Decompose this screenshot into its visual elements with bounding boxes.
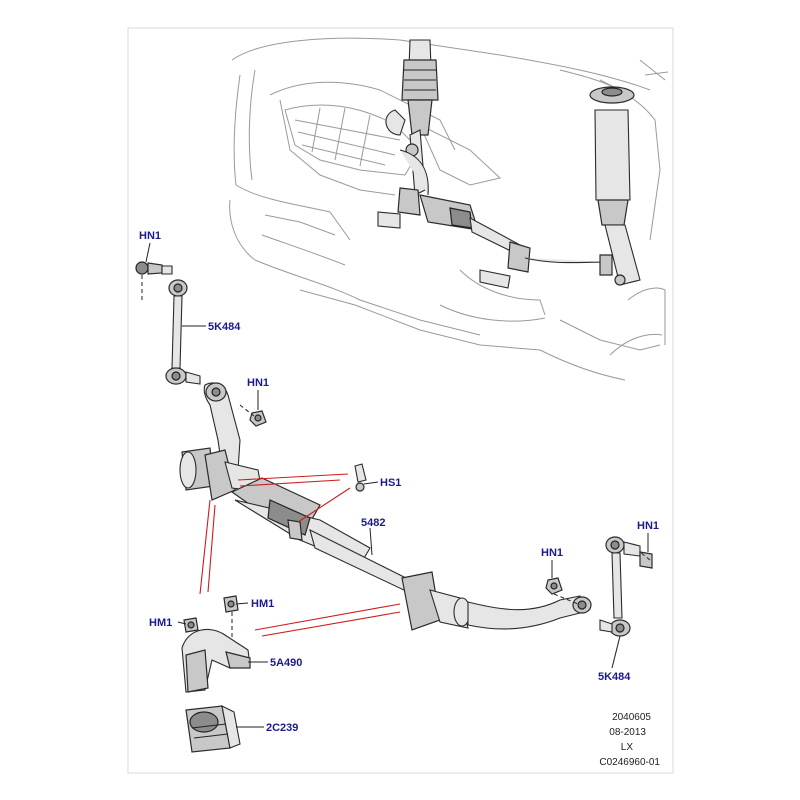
left-drop-link (135, 261, 201, 385)
red-leaders (199, 473, 401, 637)
callout-hn1-right-bracket: HN1 (541, 547, 563, 559)
callout-hm1-bolt: HM1 (251, 598, 274, 610)
stamp-line-1: 2040605 (612, 712, 651, 723)
callout-bush: 2C239 (266, 722, 298, 734)
stabilizer-bush (185, 705, 241, 753)
callout-hn1-mid-left: HN1 (247, 377, 269, 389)
callout-left-link: 5K484 (208, 321, 241, 333)
assembly-lines (141, 275, 651, 640)
right-drop-link (599, 536, 653, 637)
callout-hm1-left: HM1 (149, 617, 172, 629)
stamp-line-3: LX (621, 742, 634, 753)
front-suspension-assembly (377, 39, 641, 289)
stamp-line-2: 08-2013 (609, 727, 646, 738)
callout-leaders (145, 242, 649, 728)
callout-right-link: 5K484 (598, 671, 631, 683)
bush-clamp (181, 628, 251, 693)
fasteners (183, 410, 563, 633)
stamp-line-4: C0246960-01 (599, 757, 660, 768)
callout-labels: HN1 5K484 HN1 HS1 5482 HN1 HN1 HM1 HM1 5… (139, 230, 659, 734)
reference-stamp: 2040605 08-2013 LX C0246960-01 (599, 712, 660, 768)
callout-clamp: 5A490 (270, 657, 302, 669)
callout-hn1-far-right: HN1 (637, 520, 659, 532)
callout-bar: 5482 (361, 517, 385, 529)
stabilizer-bar (179, 382, 592, 631)
callout-hs1: HS1 (380, 477, 401, 489)
vehicle-front-outline (229, 37, 669, 381)
callout-hn1-top-left: HN1 (139, 230, 161, 242)
